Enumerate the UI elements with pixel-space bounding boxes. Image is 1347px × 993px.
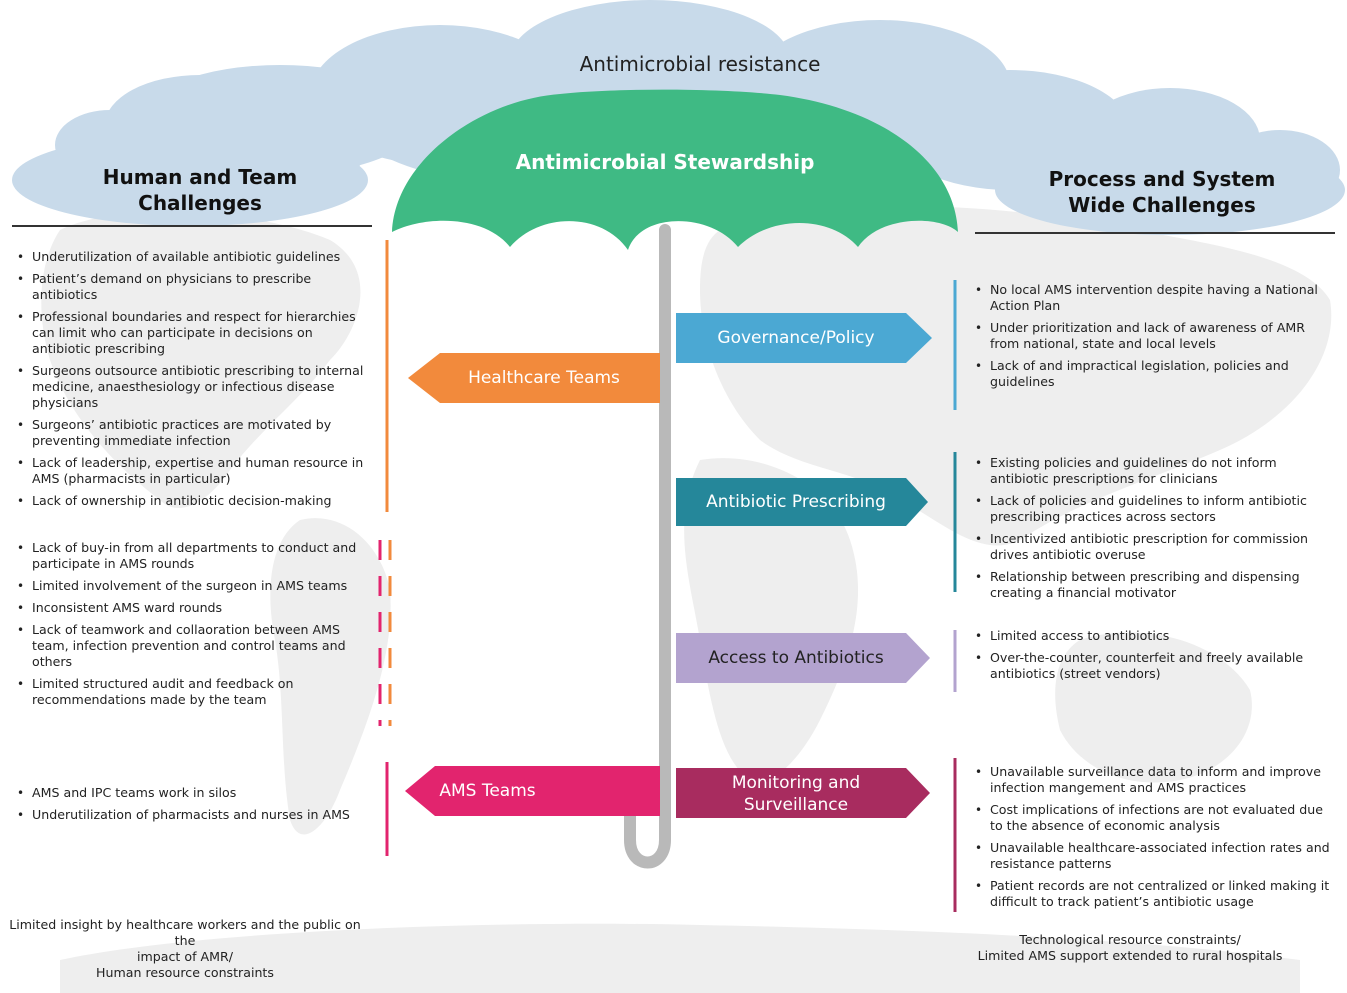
top-label: Antimicrobial resistance <box>579 52 821 76</box>
right-list-governance: No local AMS intervention despite having… <box>972 282 1327 396</box>
list-item: Unavailable healthcare-associated infect… <box>972 840 1332 872</box>
arrow-monitoring-surveillance <box>676 768 930 818</box>
right-list-monitoring: Unavailable surveillance data to inform … <box>972 764 1332 916</box>
list-item: Limited involvement of the surgeon in AM… <box>14 578 369 594</box>
umbrella-canopy <box>392 89 958 250</box>
list-item: Relationship between prescribing and dis… <box>972 569 1337 601</box>
left-list-group2: Lack of buy-in from all departments to c… <box>14 540 369 714</box>
list-item: Incentivized antibiotic prescription for… <box>972 531 1337 563</box>
list-item: Limited structured audit and feedback on… <box>14 676 369 708</box>
bar-dashed-mixed <box>378 540 392 726</box>
arrow-healthcare-teams <box>408 353 660 403</box>
list-item: Surgeons’ antibiotic practices are motiv… <box>14 417 364 449</box>
continent-africa <box>684 458 859 782</box>
right-footer: Technological resource constraints/ Limi… <box>970 932 1290 964</box>
label-antibiotic-prescribing: Antibiotic Prescribing <box>706 492 886 512</box>
cloud-left <box>12 75 368 226</box>
list-item: Patient’s demand on physicians to prescr… <box>14 271 364 303</box>
list-item: Lack of teamwork and collaoration betwee… <box>14 622 369 670</box>
label-monitoring-surveillance: Monitoring and Surveillance <box>676 772 916 816</box>
list-item: Existing policies and guidelines do not … <box>972 455 1337 487</box>
list-item: No local AMS intervention despite having… <box>972 282 1327 314</box>
left-heading: Human and Team Challenges <box>102 165 298 215</box>
list-item: Patient records are not centralized or l… <box>972 878 1332 910</box>
cloud-right <box>990 88 1345 235</box>
list-item: Lack of buy-in from all departments to c… <box>14 540 369 572</box>
list-item: Underutilization of pharmacists and nurs… <box>14 807 364 823</box>
label-healthcare-teams: Healthcare Teams <box>468 368 620 388</box>
list-item: Lack of ownership in antibiotic decision… <box>14 493 364 509</box>
list-item: Surgeons outsource antibiotic prescribin… <box>14 363 364 411</box>
list-item: Professional boundaries and respect for … <box>14 309 364 357</box>
umbrella-handle <box>624 224 671 869</box>
list-item: Lack of and impractical legislation, pol… <box>972 358 1327 390</box>
label-access-antibiotics: Access to Antibiotics <box>708 648 884 668</box>
label-ams-teams: AMS Teams <box>439 781 536 801</box>
right-heading: Process and System Wide Challenges <box>1048 167 1276 217</box>
right-footer-line1: Technological resource constraints/ <box>1019 932 1241 947</box>
list-item: Limited access to antibiotics <box>972 628 1327 644</box>
left-footer-line3: Human resource constraints <box>96 965 274 980</box>
umbrella-label: Antimicrobial Stewardship <box>515 150 815 174</box>
continent-antarctica <box>60 923 1300 993</box>
left-footer-line1: Limited insight by healthcare workers an… <box>9 917 361 948</box>
label-monitoring-line1: Monitoring and <box>731 773 861 793</box>
list-item: Under prioritization and lack of awarene… <box>972 320 1327 352</box>
list-item: Lack of leadership, expertise and human … <box>14 455 364 487</box>
list-item: Lack of policies and guidelines to infor… <box>972 493 1337 525</box>
left-footer-line2: impact of AMR/ <box>137 949 233 964</box>
right-list-access: Limited access to antibiotics Over-the-c… <box>972 628 1327 688</box>
left-list-group3: AMS and IPC teams work in silos Underuti… <box>14 785 364 829</box>
list-item: AMS and IPC teams work in silos <box>14 785 364 801</box>
right-list-prescribing: Existing policies and guidelines do not … <box>972 455 1337 607</box>
label-monitoring-line2: Surveillance <box>743 795 849 815</box>
label-governance-policy: Governance/Policy <box>717 328 875 348</box>
right-footer-line2: Limited AMS support extended to rural ho… <box>977 948 1283 963</box>
list-item: Over-the-counter, counterfeit and freely… <box>972 650 1327 682</box>
list-item: Unavailable surveillance data to inform … <box>972 764 1332 796</box>
arrow-access-antibiotics <box>676 633 930 683</box>
list-item: Underutilization of available antibiotic… <box>14 249 364 265</box>
arrow-governance-policy <box>676 313 932 363</box>
arrow-ams-teams <box>405 766 660 816</box>
left-footer: Limited insight by healthcare workers an… <box>5 917 365 981</box>
left-list-group1: Underutilization of available antibiotic… <box>14 249 364 515</box>
arrow-antibiotic-prescribing <box>676 478 928 526</box>
list-item: Cost implications of infections are not … <box>972 802 1332 834</box>
list-item: Inconsistent AMS ward rounds <box>14 600 369 616</box>
